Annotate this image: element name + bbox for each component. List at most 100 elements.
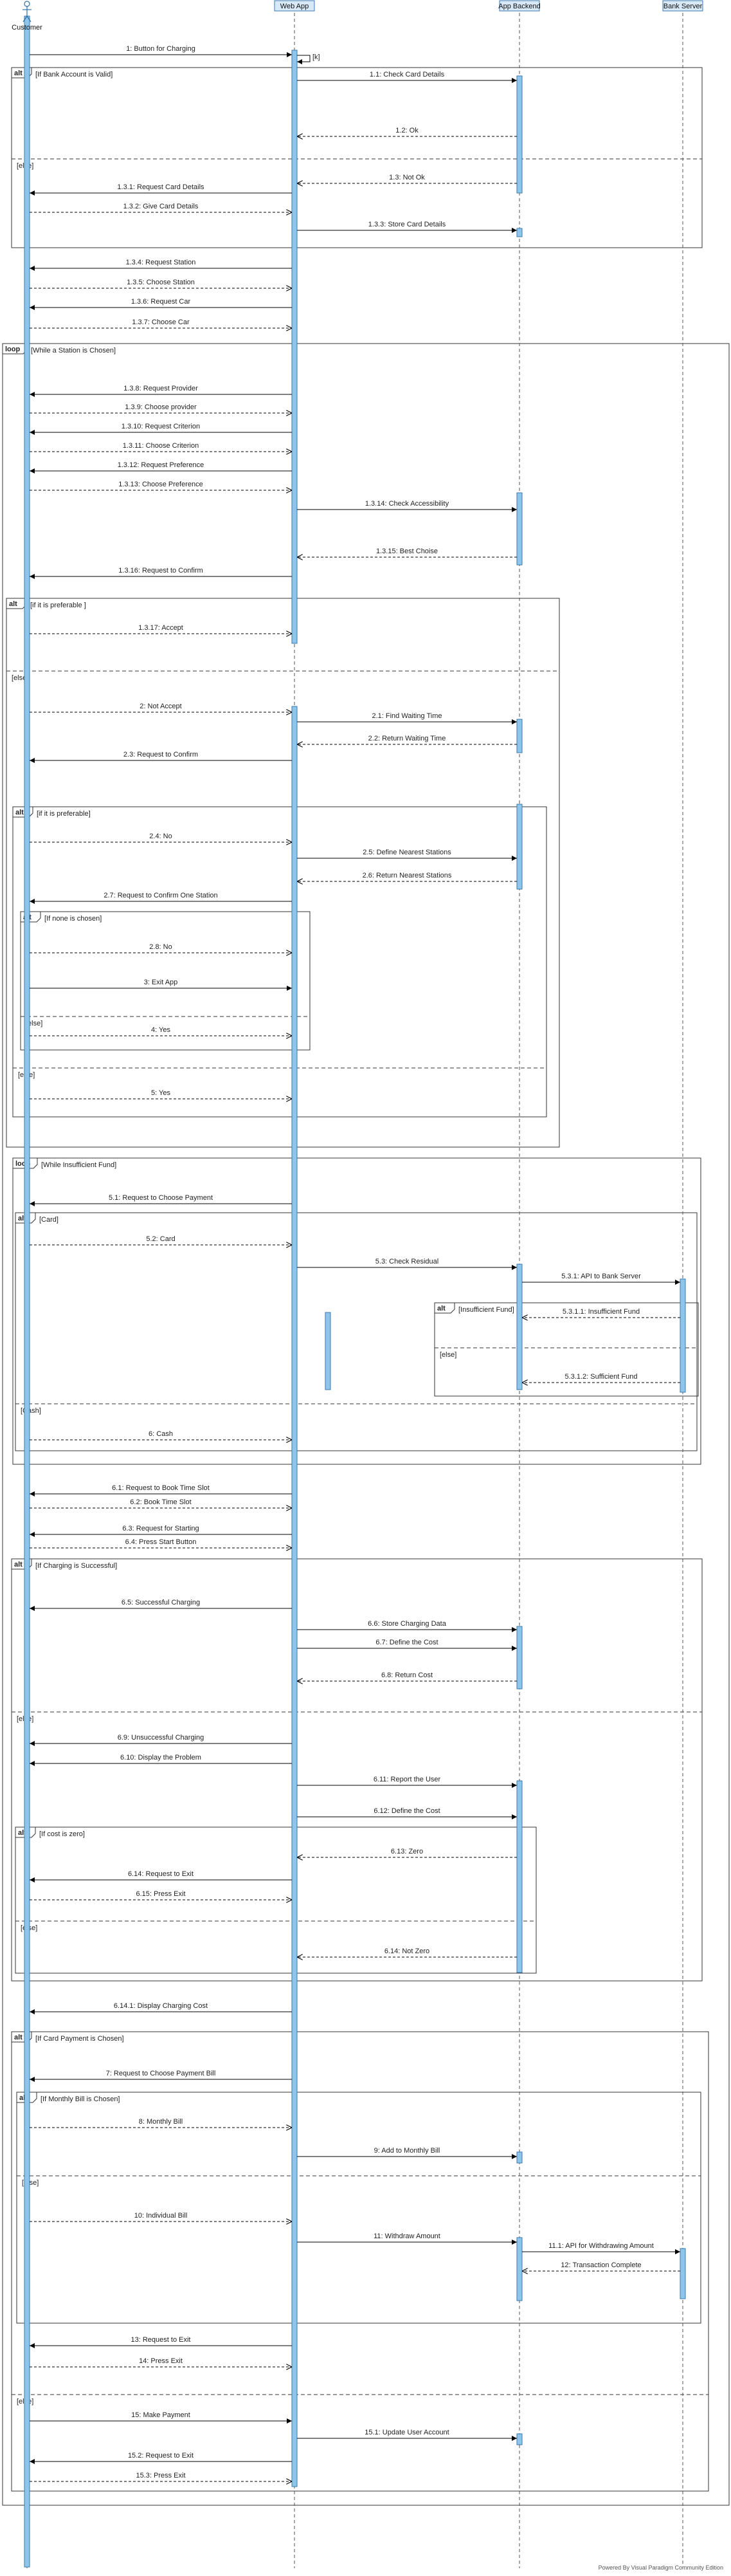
message-label: 6.13: Zero: [391, 1848, 423, 1855]
message-label: 1.3.2: Give Card Details: [123, 203, 199, 210]
message-label: 6.2: Book Time Slot: [130, 1498, 191, 1506]
fragment-guard: [Card]: [39, 1216, 59, 1224]
message: 6.4: Press Start Button: [30, 1538, 292, 1548]
participant-bank[interactable]: Bank Server: [662, 0, 703, 12]
message: 11.1: API for Withdrawing Amount: [522, 2242, 680, 2254]
activation-backend: [516, 228, 523, 237]
participant-box: [274, 0, 315, 12]
participant-webapp[interactable]: Web App: [274, 0, 315, 12]
message-label: 1.3.5: Choose Station: [127, 279, 195, 286]
fragment-alt: alt[If Bank Account is Valid][else]: [11, 67, 703, 248]
message: 2.4: No: [30, 833, 292, 842]
actor-head-icon: [24, 1, 30, 7]
fragment-guard: [While Insufficient Fund]: [41, 1161, 116, 1169]
message: 6: Cash: [30, 1430, 292, 1440]
message-label: 6.5: Successful Charging: [122, 1599, 200, 1606]
message: 1.3.14: Check Accessibility: [297, 500, 517, 512]
message-label: 15.2: Request to Exit: [128, 2452, 194, 2460]
message: 1.3.3: Store Card Details: [297, 221, 517, 233]
fragment-guard: [If Bank Account is Valid]: [35, 71, 113, 78]
message-label: 1.3.15: Best Choise: [376, 547, 438, 555]
message-label: 6.4: Press Start Button: [125, 1538, 197, 1546]
fragment-alt: alt[If Monthly Bill is Chosen][else]: [16, 2092, 701, 2324]
fragment-guard: [else]: [440, 1351, 456, 1359]
message: 6.9: Unsuccessful Charging: [30, 1734, 292, 1746]
message-label: 8: Monthly Bill: [139, 2118, 183, 2126]
message: 5.3.1.2: Sufficient Fund: [522, 1373, 680, 1383]
fragment-guard: [If Charging is Successful]: [35, 1562, 117, 1570]
self-message-note: [k]: [312, 53, 320, 61]
activation-bank: [680, 2248, 686, 2299]
message-label: 1.3.7: Choose Car: [132, 318, 190, 326]
message-label: 1.3.1: Request Card Details: [117, 183, 204, 191]
message-label: 2.4: No: [149, 833, 172, 840]
message-label: 6.12: Define the Cost: [374, 1807, 440, 1815]
activation-backend: [516, 1264, 523, 1390]
footer-credit: Powered By Visual Paradigm Community Edi…: [598, 2564, 723, 2571]
fragment-operator: alt: [14, 2034, 23, 2041]
message: 5.1: Request to Choose Payment: [30, 1194, 292, 1206]
activation-backend: [516, 75, 523, 194]
message: 2.1: Find Waiting Time: [297, 712, 517, 724]
message-label: 6.6: Store Charging Data: [368, 1620, 447, 1628]
message: 1.3.10: Request Criterion: [30, 423, 292, 435]
fragment-guard: [if it is preferable ]: [30, 602, 86, 609]
fragment-alt: alt[if it is preferable][else]: [12, 806, 547, 1118]
message: 1.3: Not Ok: [297, 174, 517, 183]
message-label: 6.14.1: Display Charging Cost: [114, 2002, 208, 2010]
fragment-guard: [if it is preferable]: [37, 810, 91, 818]
message: 2.7: Request to Confirm One Station: [30, 892, 292, 904]
message-label: 10: Individual Bill: [134, 2212, 188, 2220]
message: 15: Make Payment: [30, 2411, 292, 2424]
message: 2.5: Define Nearest Stations: [297, 849, 517, 861]
message-label: 6.7: Define the Cost: [375, 1639, 438, 1646]
message: 1.3.13: Choose Preference: [30, 481, 292, 490]
message-label: 7: Request to Choose Payment Bill: [106, 2070, 216, 2077]
activation-backend: [516, 2237, 523, 2301]
message: 2.6: Return Nearest Stations: [297, 872, 517, 881]
message-label: 2.8: No: [149, 943, 172, 951]
message: 6.1: Request to Book Time Slot: [30, 1484, 292, 1496]
message: 14: Press Exit: [30, 2357, 292, 2367]
message-label: 5: Yes: [151, 1089, 170, 1097]
message-label: 1.3.13: Choose Preference: [118, 481, 203, 488]
message-label: 5.3.1: API to Bank Server: [561, 1273, 641, 1280]
activations-layer: [24, 15, 686, 2568]
message-label: 6.1: Request to Book Time Slot: [112, 1484, 210, 1492]
message-label: 6.10: Display the Problem: [120, 1754, 201, 1762]
fragment-alt: alt[If Charging is Successful][else]: [11, 1558, 703, 1982]
lifelines-layer: [26, 13, 683, 2568]
activation-webapp: [291, 706, 298, 2487]
message-label: 11: Withdraw Amount: [374, 2232, 440, 2240]
activation-backend: [516, 2433, 523, 2445]
message: 6.14.1: Display Charging Cost: [30, 2002, 292, 2014]
message-label: 9: Add to Monthly Bill: [374, 2147, 440, 2155]
activation-backend: [516, 719, 523, 753]
message-label: 1.2: Ok: [395, 127, 419, 134]
message-label: 1.3.11: Choose Criterion: [123, 442, 199, 450]
fragment-operator: alt: [15, 809, 24, 816]
message-label: 1.3.9: Choose provider: [125, 403, 197, 411]
message: 1.2: Ok: [297, 127, 517, 136]
message: 1.3.8: Request Provider: [30, 385, 292, 397]
activation-backend: [516, 1626, 523, 1689]
fragment-alt: alt[if it is preferable ][else]: [6, 598, 560, 1148]
message: 3: Exit App: [30, 979, 292, 991]
message-label: 1.3: Not Ok: [389, 174, 425, 181]
message: 1: Button for Charging: [30, 45, 292, 57]
fragment-operator-tab: [434, 1302, 455, 1314]
message-label: 2.3: Request to Confirm: [123, 751, 198, 759]
message: 1.3.16: Request to Confirm: [30, 567, 292, 579]
fragment-guard: [While a Station is Chosen]: [31, 347, 116, 354]
fragment-alt: alt[Insufficient Fund][else]: [434, 1302, 699, 1397]
message: 8: Monthly Bill: [30, 2118, 292, 2128]
message-label: 6.14: Not Zero: [384, 1947, 429, 1955]
message: 1.3.15: Best Choise: [297, 547, 517, 557]
activation-bank: [680, 1278, 686, 1393]
participant-backend[interactable]: App Backend: [498, 0, 541, 12]
message-label: 1.3.3: Store Card Details: [368, 221, 446, 228]
fragment-guard: [Insufficient Fund]: [458, 1306, 514, 1314]
actor-customer[interactable]: Customer: [12, 1, 42, 32]
